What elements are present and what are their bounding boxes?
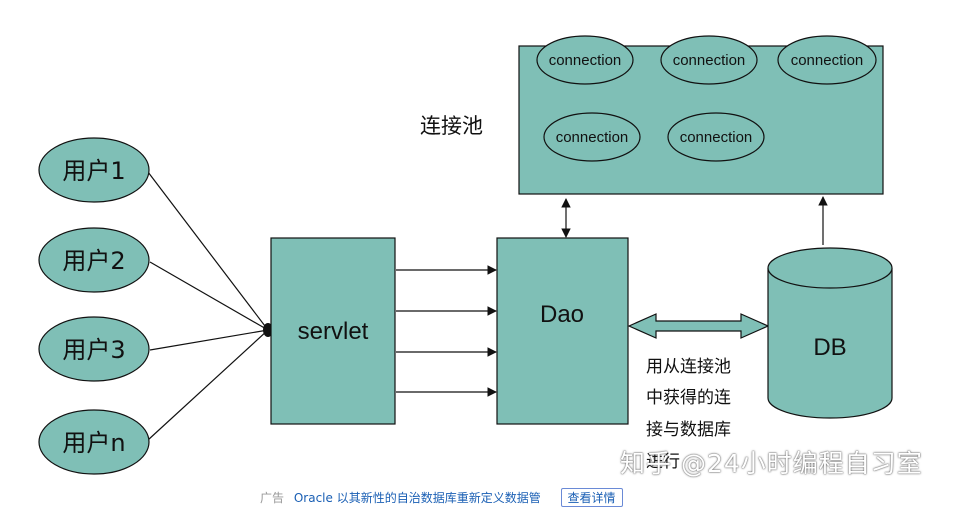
user-label-1: 用户1 (62, 157, 125, 185)
servlet-dao-arrows (396, 265, 497, 397)
user-label-2: 用户2 (62, 247, 125, 275)
caption-line-2: 中获得的连 (646, 388, 731, 408)
ad-link[interactable]: Oracle 以其新性的自治数据库重新定义数据管 (293, 491, 541, 505)
connector-line-user1 (147, 171, 269, 331)
connection-pool-box: connection connection connection connect… (518, 35, 884, 195)
dao-db-double-arrow (627, 313, 770, 339)
connection-node-2 (660, 35, 758, 85)
connection-node-4 (543, 112, 641, 162)
user-node-3: 用户3 (38, 316, 150, 382)
connection-node-5 (667, 112, 765, 162)
ad-footer: 广告 Oracle 以其新性的自治数据库重新定义数据管 查看详情 (260, 488, 623, 507)
user-node-2: 用户2 (38, 227, 150, 293)
connection-node-1 (536, 35, 634, 85)
watermark-text: 知乎 @24小时编程自习室 (620, 449, 923, 478)
ad-details-button[interactable]: 查看详情 (560, 488, 623, 507)
connector-line-user2 (149, 261, 269, 331)
servlet-label: servlet (298, 318, 369, 345)
db-cylinder: DB (767, 247, 893, 419)
connection-node-3 (777, 35, 877, 85)
user-label-n: 用户n (62, 429, 125, 457)
connection-label-1: connection (549, 52, 622, 69)
ad-tag: 广告 (260, 491, 285, 505)
db-label: DB (813, 334, 846, 361)
connector-line-user3 (149, 329, 269, 351)
caption-line-3: 接与数据库 (646, 420, 731, 440)
servlet-box: servlet (270, 237, 396, 425)
user-label-3: 用户3 (62, 336, 125, 364)
connection-pool-label: 连接池 (420, 114, 483, 138)
user-connector-lines (147, 171, 269, 441)
connector-line-user4 (147, 329, 269, 441)
connection-label-4: connection (556, 129, 629, 146)
user-node-1: 用户1 (38, 137, 150, 203)
dao-label: Dao (540, 301, 584, 328)
caption-line-4: 进行 (646, 452, 680, 472)
user-node-n: 用户n (38, 409, 150, 475)
connection-label-2: connection (673, 52, 746, 69)
connection-label-5: connection (680, 129, 753, 146)
connection-label-3: connection (791, 52, 864, 69)
caption-line-1: 用从连接池 (646, 357, 731, 377)
dao-box: Dao (496, 237, 629, 425)
